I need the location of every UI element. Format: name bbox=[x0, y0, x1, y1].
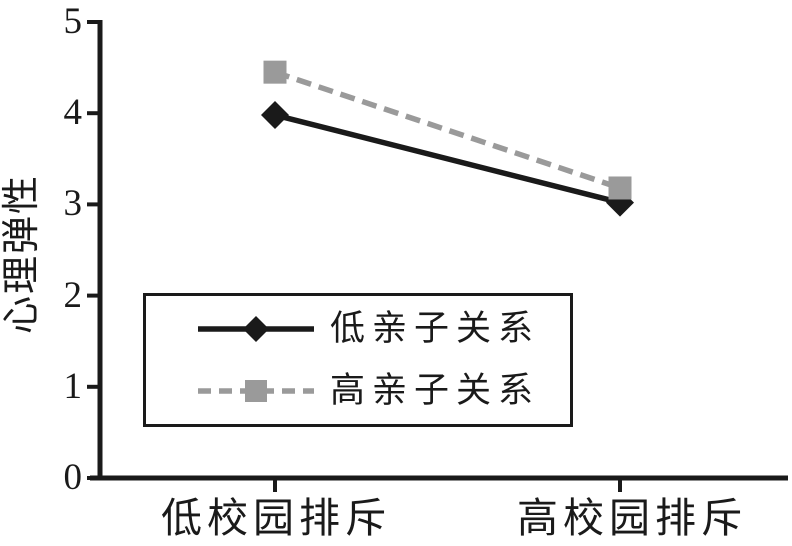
x-category-label-high-exclusion: 高校园排斥 bbox=[517, 495, 747, 541]
solid-line-diamond-marker-icon bbox=[198, 316, 314, 342]
legend-box: 低亲子关系 高亲子关系 bbox=[143, 293, 573, 427]
series-line bbox=[274, 69, 621, 191]
diamond-marker bbox=[243, 316, 269, 342]
series-高亲子关系 bbox=[263, 60, 632, 200]
dashed-line-square-marker-icon bbox=[198, 380, 314, 402]
x-category-label-low-exclusion: 低校园排斥 bbox=[161, 495, 391, 541]
legend-label: 高亲子关系 bbox=[330, 371, 541, 410]
square-marker bbox=[245, 380, 267, 402]
diamond-marker bbox=[261, 101, 289, 130]
y-tick-label: 3 bbox=[63, 183, 83, 225]
y-tick-label: 1 bbox=[63, 365, 83, 407]
y-tick-label: 0 bbox=[63, 457, 83, 498]
legend-item-high-parent-child: 高亲子关系 bbox=[146, 360, 570, 422]
legend-label: 低亲子关系 bbox=[330, 309, 541, 348]
square-marker bbox=[263, 60, 287, 84]
y-tick-label: 4 bbox=[63, 92, 83, 134]
square-marker bbox=[608, 176, 632, 200]
y-tick-label: 5 bbox=[63, 1, 83, 42]
legend-item-low-parent-child: 低亲子关系 bbox=[146, 298, 570, 360]
series-line bbox=[274, 112, 621, 206]
series-低亲子关系 bbox=[261, 101, 634, 217]
y-tick-label: 2 bbox=[63, 274, 83, 316]
